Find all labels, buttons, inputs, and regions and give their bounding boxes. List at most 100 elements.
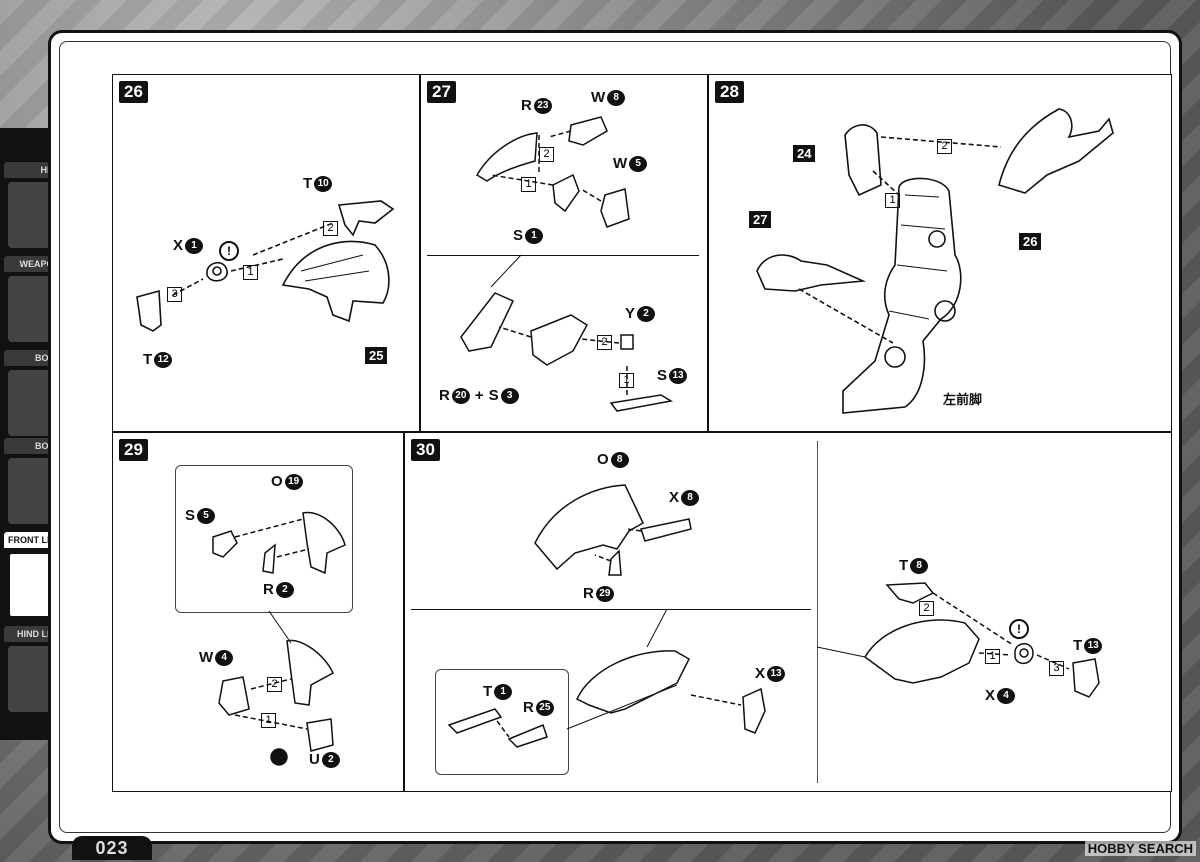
part-number-badge: 2 bbox=[637, 305, 656, 322]
assembly-number-badge: 26 bbox=[1019, 233, 1042, 250]
sub-step-vertical-divider bbox=[817, 441, 818, 783]
part-r2 bbox=[262, 543, 276, 574]
order-marker: 1 bbox=[243, 265, 258, 280]
runner-letter: S bbox=[513, 227, 524, 244]
order-marker: 1 bbox=[885, 193, 900, 208]
part-x8 bbox=[640, 518, 692, 542]
order-marker: 1 bbox=[619, 373, 634, 388]
runner-letter: W bbox=[613, 155, 628, 172]
step-28-diagram bbox=[756, 108, 1114, 414]
assembly-number-badge: 24 bbox=[793, 145, 816, 162]
step-29-diagram bbox=[212, 511, 346, 766]
part-number-badge: 2 bbox=[321, 751, 340, 768]
shell-assembly-sub bbox=[576, 650, 690, 714]
part-label-x1: X 1 bbox=[173, 237, 204, 254]
sub-assembly-inset bbox=[175, 465, 353, 613]
warning-mark: ! bbox=[1009, 619, 1029, 639]
part-o19 bbox=[302, 511, 346, 575]
runner-letter: W bbox=[199, 649, 214, 666]
step-number: 28 bbox=[715, 81, 744, 103]
runner-letter: Y bbox=[625, 305, 636, 322]
part-number-badge: 3 bbox=[500, 387, 519, 404]
part-number-badge: 13 bbox=[669, 367, 688, 384]
part-y2 bbox=[620, 334, 634, 350]
plus-sign: + bbox=[474, 387, 484, 404]
step-29-panel: 29 S 5 O 19 R 2 W 4 U 2 2 1 bbox=[112, 432, 404, 792]
runner-letter: T bbox=[483, 683, 493, 700]
part-label-u2: U 2 bbox=[309, 751, 340, 768]
part-number-badge: 1 bbox=[494, 683, 513, 700]
order-marker: 1 bbox=[985, 649, 1000, 664]
leg-frame bbox=[842, 177, 962, 414]
stopwatch-icon bbox=[270, 748, 288, 766]
part-number-badge: 12 bbox=[154, 351, 173, 368]
part-number-badge: 1 bbox=[525, 227, 544, 244]
part-number-badge: 29 bbox=[595, 585, 614, 602]
part-24-shell bbox=[844, 124, 882, 197]
part-label-x4: X 4 bbox=[985, 687, 1016, 704]
part-number-badge: 2 bbox=[275, 581, 294, 598]
part-label-w8: W 8 bbox=[591, 89, 626, 106]
part-w4 bbox=[218, 676, 250, 716]
part-r25 bbox=[507, 724, 548, 748]
part-x1 bbox=[206, 261, 228, 282]
sub-step-divider bbox=[427, 255, 699, 256]
part-number-badge: 8 bbox=[681, 489, 700, 506]
part-t1 bbox=[447, 708, 503, 734]
part-label-r25: R 25 bbox=[523, 699, 554, 716]
part-label-s1: S 1 bbox=[513, 227, 544, 244]
part-27-shell bbox=[756, 254, 867, 292]
part-label-o19: O 19 bbox=[271, 473, 303, 490]
part-w5 bbox=[600, 188, 630, 228]
part-number-badge: 25 bbox=[535, 699, 554, 716]
runner-letter: X bbox=[669, 489, 680, 506]
part-s1 bbox=[552, 173, 580, 213]
part-label-y2: Y 2 bbox=[625, 305, 656, 322]
part-label-t12: T 12 bbox=[143, 351, 173, 368]
armor-shell-25 bbox=[281, 240, 390, 323]
runner-letter: T bbox=[303, 175, 313, 192]
runner-letter: R bbox=[439, 387, 450, 404]
step-26-panel: 26 T 10 X 1 ! T 12 25 2 1 3 bbox=[112, 74, 420, 432]
runner-letter: T bbox=[899, 557, 909, 574]
part-label-s13: S 13 bbox=[657, 367, 688, 384]
runner-letter: X bbox=[755, 665, 766, 682]
part-t8 bbox=[885, 582, 935, 604]
page-number: 023 bbox=[72, 836, 152, 860]
runner-letter: S bbox=[185, 507, 196, 524]
part-number-badge: 5 bbox=[629, 155, 648, 172]
part-s13 bbox=[609, 394, 674, 412]
part-o8 bbox=[534, 484, 644, 571]
runner-letter: S bbox=[488, 387, 499, 404]
runner-letter: T bbox=[1073, 637, 1083, 654]
step-30-panel: 30 O 8 X 8 R 29 T 1 R 25 X 13 T 8 X 4 T … bbox=[404, 432, 1172, 792]
part-number-badge: 20 bbox=[451, 387, 470, 404]
part-r20 bbox=[460, 292, 515, 352]
order-marker: 2 bbox=[597, 335, 612, 350]
part-r23 bbox=[475, 132, 538, 182]
runner-letter: R bbox=[583, 585, 594, 602]
assembly-number-badge: 25 bbox=[365, 347, 388, 364]
runner-letter: X bbox=[985, 687, 996, 704]
part-label-r2: R 2 bbox=[263, 581, 294, 598]
part-number-badge: 23 bbox=[533, 97, 552, 114]
part-t12 bbox=[136, 289, 162, 332]
runner-letter: O bbox=[271, 473, 283, 490]
shell-assembly bbox=[286, 639, 334, 706]
part-number-badge: 5 bbox=[197, 507, 216, 524]
step-number: 29 bbox=[119, 439, 148, 461]
part-26-shell bbox=[998, 108, 1114, 194]
runner-letter: O bbox=[597, 451, 609, 468]
step-number: 26 bbox=[119, 81, 148, 103]
part-x4 bbox=[1014, 643, 1034, 665]
step-27-diagram bbox=[460, 116, 674, 412]
order-marker: 2 bbox=[919, 601, 934, 616]
assembly-number-badge: 27 bbox=[749, 211, 772, 228]
part-number-badge: 10 bbox=[314, 175, 333, 192]
part-s5 bbox=[212, 530, 238, 558]
caution-icon: ! bbox=[1009, 619, 1029, 639]
part-label-r29: R 29 bbox=[583, 585, 614, 602]
part-number-badge: 1 bbox=[185, 237, 204, 254]
part-x13 bbox=[742, 687, 766, 734]
part-number-badge: 19 bbox=[284, 473, 303, 490]
